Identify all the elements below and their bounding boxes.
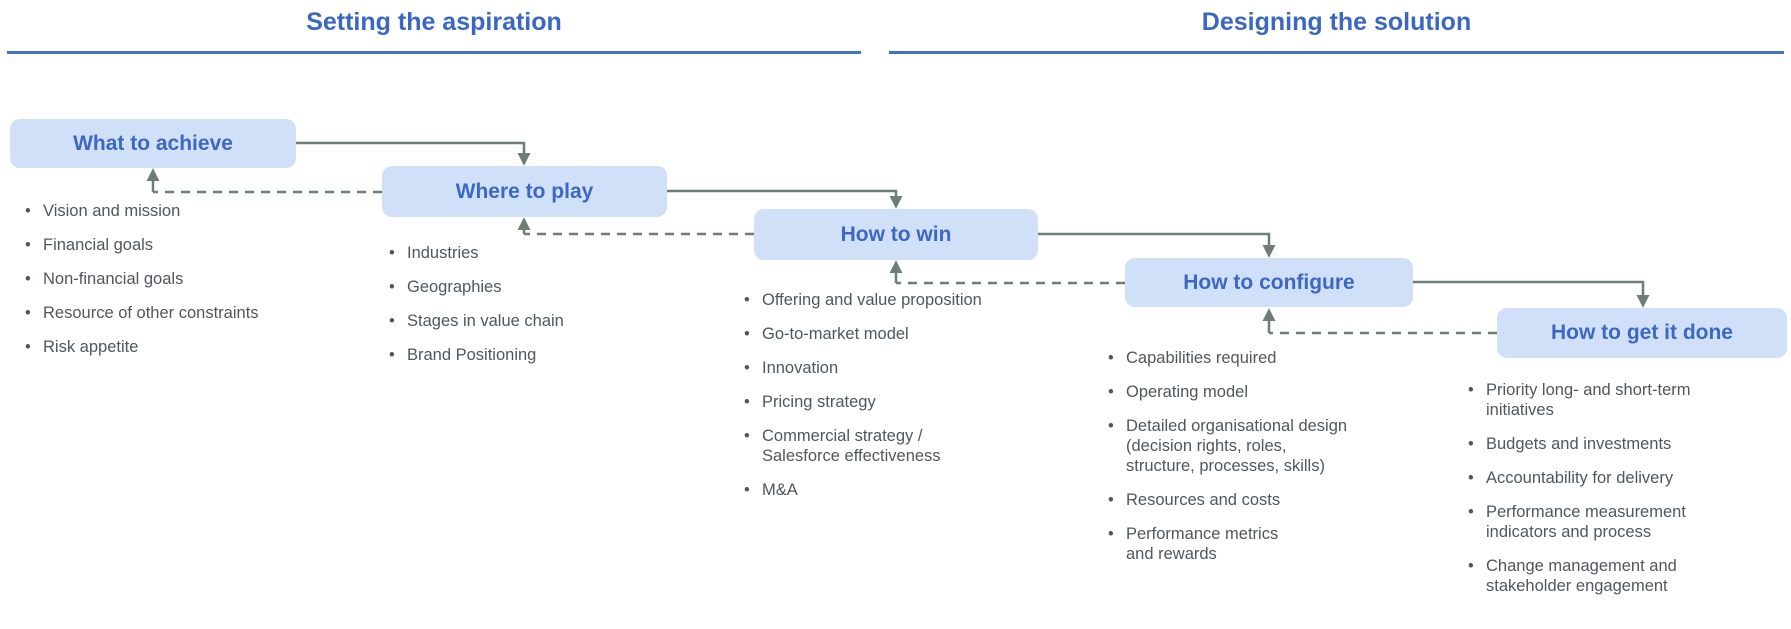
- bullet-text: Change management and stakeholder engage…: [1486, 557, 1677, 595]
- box-title-what-to-achieve: What to achieve: [73, 131, 233, 155]
- bullet-item: • Change management and stakeholder engag…: [1468, 556, 1788, 596]
- bullet-dot: •: [1108, 417, 1114, 435]
- bullet-text: Vision and mission: [43, 202, 181, 220]
- bullet-dot: •: [1108, 383, 1114, 401]
- bullet-dot: •: [389, 244, 395, 262]
- bullet-item: • Priority long- and short-term initiativ…: [1468, 380, 1788, 420]
- bullet-dot: •: [389, 312, 395, 330]
- bullet-item: • Go-to-market model: [744, 324, 1064, 344]
- bullet-dot: •: [744, 427, 750, 445]
- bullet-text: Innovation: [762, 359, 839, 377]
- bullet-item: • Risk appetite: [25, 337, 345, 357]
- bullet-item: • Non-financial goals: [25, 269, 345, 289]
- box-where-to-play: Where to play: [382, 166, 667, 217]
- bullet-text: Stages in value chain: [407, 312, 564, 330]
- bullet-dot: •: [1468, 503, 1474, 521]
- solid-connector-3: [1038, 232, 1276, 258]
- bullet-text: Geographies: [407, 278, 502, 296]
- bullet-text: Resources and costs: [1126, 491, 1281, 509]
- bullet-item: • Capabilities required: [1108, 348, 1428, 368]
- bullet-dot: •: [1468, 557, 1474, 575]
- bullet-list-where-to-play: • Industries • Geographies • Stages in valu…: [389, 243, 709, 379]
- bullet-dot: •: [744, 325, 750, 343]
- bullet-text: Performance measurement indicators and p…: [1486, 503, 1686, 541]
- bullet-item: • M&A: [744, 480, 1064, 500]
- section-header-aspiration: Setting the aspiration: [306, 8, 562, 36]
- bullet-text: Resource of other constraints: [43, 304, 259, 322]
- bullet-dot: •: [744, 393, 750, 411]
- bullet-dot: •: [25, 304, 31, 322]
- bullet-item: • Accountability for delivery: [1468, 468, 1788, 488]
- box-how-to-get-it-done: How to get it done: [1497, 308, 1787, 358]
- bullet-text: Industries: [407, 244, 479, 262]
- bullet-text: Go-to-market model: [762, 325, 909, 343]
- bullet-text: Pricing strategy: [762, 393, 876, 411]
- bullet-dot: •: [1108, 349, 1114, 367]
- bullet-text: Capabilities required: [1126, 349, 1277, 367]
- box-title-how-to-win: How to win: [840, 222, 952, 246]
- bullet-item: • Industries: [389, 243, 709, 263]
- solid-connector-4: [1413, 280, 1650, 308]
- bullet-item: • Stages in value chain: [389, 311, 709, 331]
- bullet-dot: •: [1108, 491, 1114, 509]
- bullet-text: Risk appetite: [43, 338, 139, 356]
- bullet-list-how-to-get-it-done: • Priority long- and short-term initiativ…: [1468, 380, 1788, 610]
- bullet-list-how-to-configure: •Capabilities required •Operating model …: [1108, 348, 1428, 578]
- bullet-item: • Financial goals: [25, 235, 345, 255]
- box-how-to-win: How to win: [754, 209, 1038, 260]
- bullet-dot: •: [1468, 435, 1474, 453]
- bullet-item: • Detailed organisational design (decisio…: [1108, 416, 1428, 476]
- box-title-where-to-play: Where to play: [455, 179, 594, 203]
- bullet-item: • Brand Positioning: [389, 345, 709, 365]
- box-how-to-configure: How to configure: [1125, 258, 1413, 307]
- bullet-item: • Pricing strategy: [744, 392, 1064, 412]
- bullet-item: • Geographies: [389, 277, 709, 297]
- bullet-dot: •: [1468, 381, 1474, 399]
- bullet-dot: •: [744, 481, 750, 499]
- bullet-text: M&A: [762, 481, 798, 499]
- bullet-item: • Budgets and investments: [1468, 434, 1788, 454]
- bullet-dot: •: [25, 338, 31, 356]
- bullet-dot: •: [744, 291, 750, 309]
- bullet-item: • Resources and costs: [1108, 490, 1428, 510]
- bullet-item: • Performance measurement indicators and …: [1468, 502, 1788, 542]
- bullet-dot: •: [389, 346, 395, 364]
- box-title-how-to-configure: How to configure: [1183, 270, 1355, 294]
- bullet-text: Detailed organisational design (decision…: [1126, 417, 1348, 475]
- bullet-dot: •: [25, 270, 31, 288]
- bullet-dot: •: [1108, 525, 1114, 543]
- bullet-dot: •: [1468, 469, 1474, 487]
- bullet-item: • Performance metrics and rewards: [1108, 524, 1428, 564]
- bullet-item: • Offering and value proposition: [744, 290, 1064, 310]
- bullet-item: • Vision and mission: [25, 201, 345, 221]
- box-what-to-achieve: What to achieve: [10, 119, 296, 168]
- bullet-dot: •: [744, 359, 750, 377]
- bullet-dot: •: [25, 202, 31, 220]
- bullet-list-how-to-win: • Offering and value proposition • Go-to-m…: [744, 290, 1064, 514]
- bullet-text: Budgets and investments: [1486, 435, 1672, 453]
- bullet-text: Offering and value proposition: [762, 291, 982, 309]
- bullet-text: Commercial strategy / Salesforce effecti…: [762, 427, 941, 465]
- section-header-solution: Designing the solution: [1201, 8, 1472, 36]
- bullet-item: • Innovation: [744, 358, 1064, 378]
- bullet-dot: •: [389, 278, 395, 296]
- bullet-text: Brand Positioning: [407, 346, 537, 364]
- bullet-item: • Resource of other constraints: [25, 303, 345, 323]
- bullet-text: Financial goals: [43, 236, 154, 254]
- bullet-text: Accountability for delivery: [1486, 469, 1674, 487]
- solid-connector-1: [296, 141, 531, 166]
- bullet-list-what-to-achieve: • Vision and mission • Financial goals • No…: [25, 201, 345, 371]
- bullet-text: Performance metrics and rewards: [1126, 525, 1279, 563]
- bullet-dot: •: [25, 236, 31, 254]
- section-rule-left: [7, 51, 861, 54]
- box-title-how-to-get-it-done: How to get it done: [1551, 321, 1733, 344]
- bullet-item: • Commercial strategy / Salesforce effect…: [744, 426, 1064, 466]
- bullet-text: Priority long- and short-term initiative…: [1486, 381, 1691, 419]
- bullet-item: • Operating model: [1108, 382, 1428, 402]
- section-rule-right: [889, 51, 1784, 54]
- solid-connector-2: [667, 189, 903, 209]
- bullet-text: Non-financial goals: [43, 270, 184, 288]
- bullet-text: Operating model: [1126, 383, 1248, 401]
